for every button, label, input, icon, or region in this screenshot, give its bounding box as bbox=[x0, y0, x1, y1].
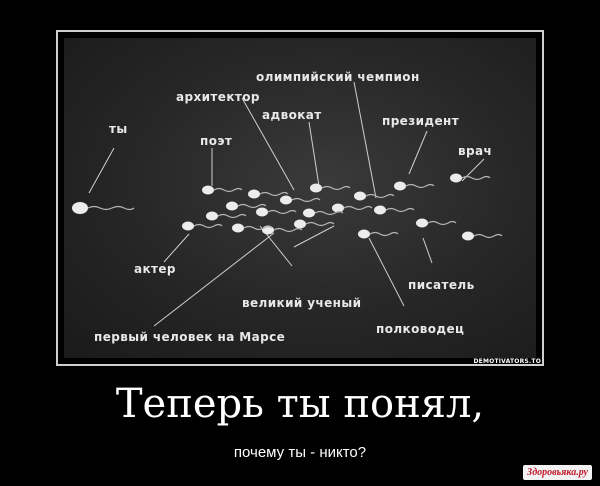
label-ty: ты bbox=[109, 122, 128, 136]
sperm-race-illustration bbox=[72, 81, 503, 327]
poster-frame: ты архитектор олимпийский чемпион адвока… bbox=[56, 30, 544, 366]
caption-headline: Теперь ты понял, bbox=[115, 381, 485, 427]
label-advokat: адвокат bbox=[262, 108, 322, 122]
watermark-text: DEMOTIVATORS.TO bbox=[473, 358, 541, 365]
site-logo: Здоровьяка.ру bbox=[523, 465, 592, 480]
sperm-cells bbox=[72, 173, 503, 241]
label-polkovodets: полководец bbox=[376, 322, 465, 336]
label-prezident: президент bbox=[382, 114, 460, 128]
label-velikiy-uchenyy: великий ученый bbox=[242, 296, 362, 310]
label-pervyy-chelovek: первый человек на Марсе bbox=[94, 330, 286, 344]
label-vrach: врач bbox=[458, 144, 493, 158]
label-arkhitektor: архитектор bbox=[176, 90, 260, 104]
caption-subline: почему ты - никто? bbox=[233, 444, 367, 461]
label-poet: поэт bbox=[200, 134, 233, 148]
label-akter: актер bbox=[134, 262, 176, 276]
poster-image: ты архитектор олимпийский чемпион адвока… bbox=[64, 38, 536, 358]
label-pisatel: писатель bbox=[408, 278, 475, 292]
label-olimpiyskiy-chempion: олимпийский чемпион bbox=[256, 70, 420, 84]
pointer-lines bbox=[88, 81, 485, 327]
